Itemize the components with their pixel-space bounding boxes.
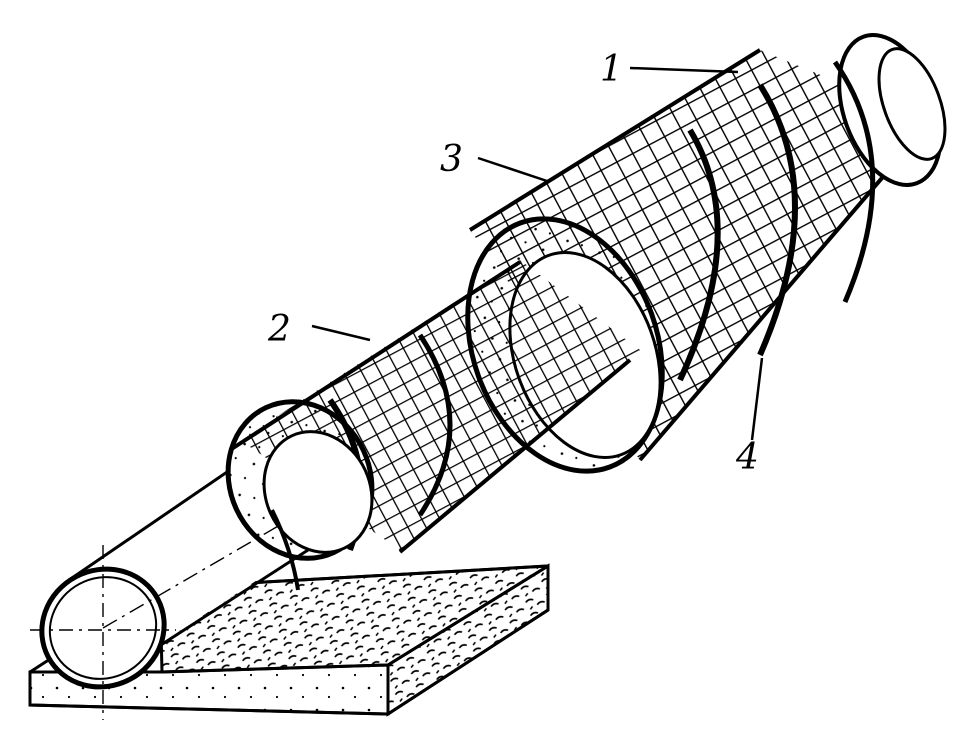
leader-1 xyxy=(629,66,739,74)
leader-2 xyxy=(311,324,371,342)
leader-4 xyxy=(750,357,764,441)
callout-label-1: 1 xyxy=(600,49,623,90)
insulation-section-front xyxy=(225,260,640,591)
callout-label-4: 4 xyxy=(736,437,759,478)
leader-3 xyxy=(477,156,551,184)
callout-label-2: 2 xyxy=(268,309,291,350)
callout-label-3: 3 xyxy=(440,139,463,180)
leader-lines xyxy=(311,66,764,441)
